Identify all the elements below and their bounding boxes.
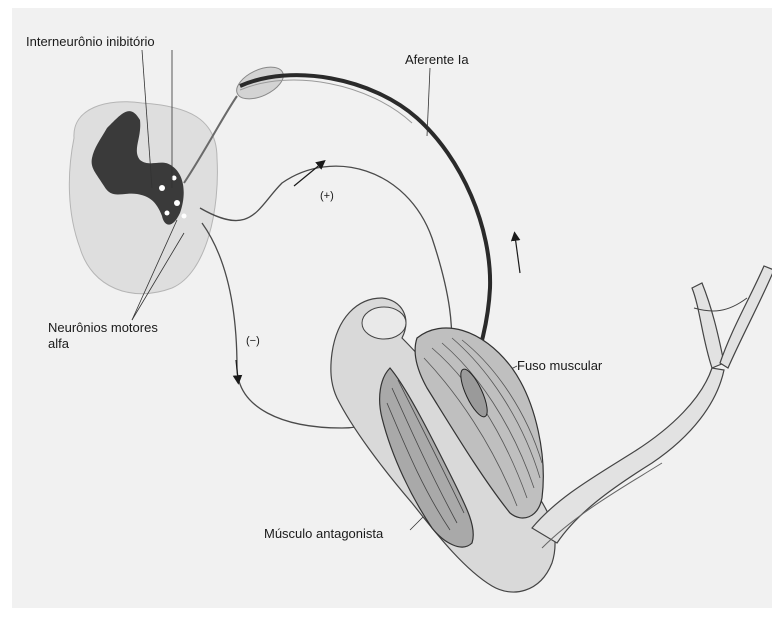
dorsal-root-ganglion [232,61,288,106]
label-motor-neurons-line2: alfa [48,336,69,351]
label-motor-neurons-line1: Neurônios motores [48,320,158,335]
reflex-diagram-figure: Interneurônio inibitório Aferente Ia (+)… [12,8,772,608]
label-interneuron: Interneurônio inibitório [26,34,155,49]
spinal-cord-section [69,102,217,294]
reflex-illustration [12,8,772,608]
label-antagonist-muscle: Músculo antagonista [264,526,383,541]
label-muscle-spindle: Fuso muscular [517,358,602,373]
label-afferent-ia: Aferente Ia [405,52,469,67]
label-excitatory-sign: (+) [320,189,334,204]
label-inhibitory-sign: (−) [246,334,260,349]
